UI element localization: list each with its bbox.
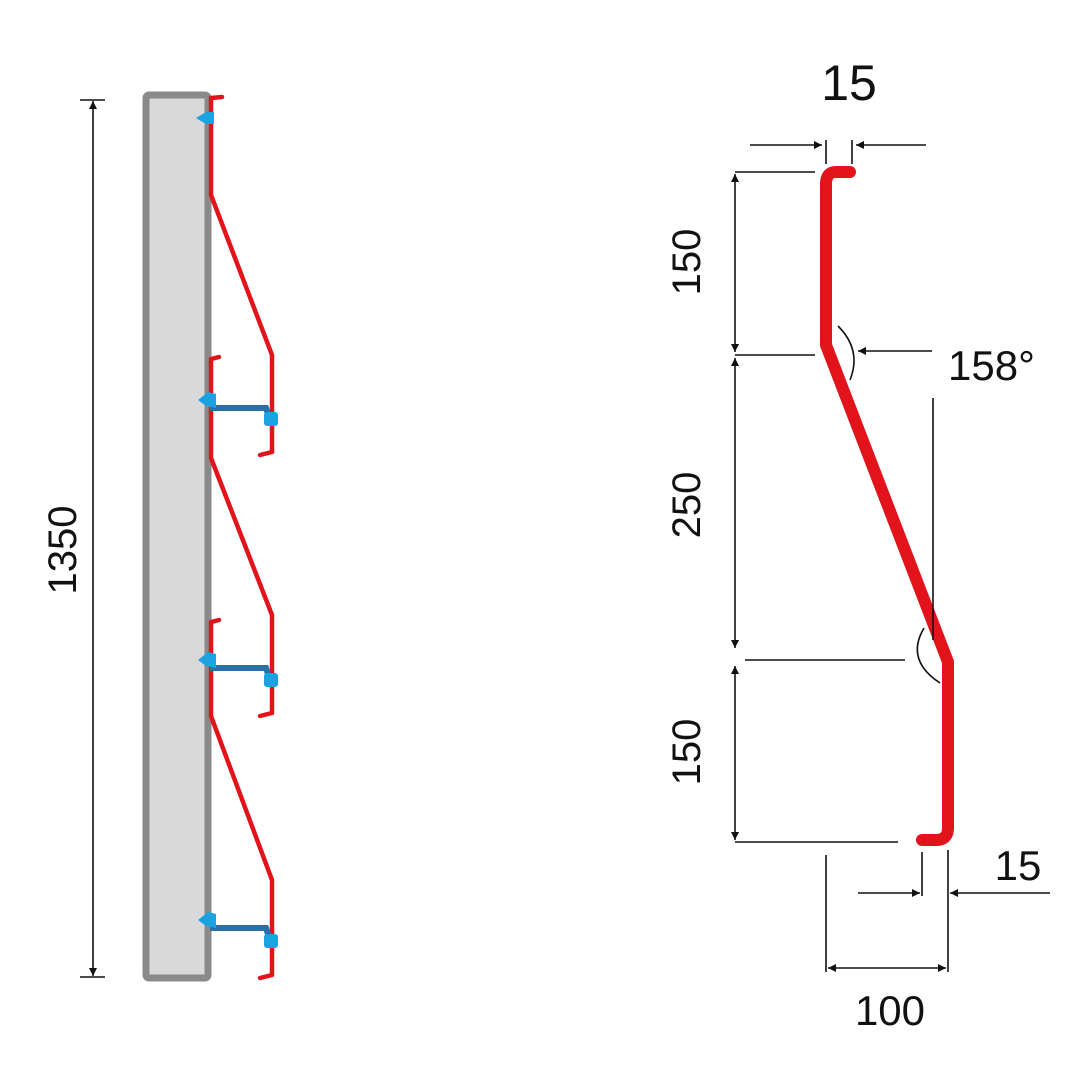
height-dimension: 1350 bbox=[41, 99, 105, 978]
louver-blade-1 bbox=[208, 94, 275, 458]
height-label: 1350 bbox=[41, 506, 85, 595]
louver-blade-2 bbox=[208, 354, 275, 719]
louver-profile bbox=[820, 166, 954, 846]
depth-label: 100 bbox=[855, 987, 925, 1034]
angle-label: 158° bbox=[948, 342, 1035, 389]
slope-label: 250 bbox=[665, 472, 709, 539]
top-lip-label: 15 bbox=[821, 55, 877, 111]
top-lip-dimension: 15 bbox=[750, 55, 926, 164]
bottom-lip-dimension: 15 bbox=[858, 842, 1050, 897]
bracket-clip-top bbox=[196, 112, 214, 124]
louver-profiles bbox=[208, 94, 275, 981]
louver-blade-3 bbox=[208, 617, 275, 981]
profile-detail-view: 15 150 250 150 158° bbox=[665, 55, 1050, 1034]
angle-dimension: 158° bbox=[837, 325, 1035, 684]
slope-dimension: 250 bbox=[665, 358, 739, 648]
bracket-1 bbox=[198, 392, 278, 426]
mounting-brackets bbox=[196, 112, 278, 948]
bracket-3 bbox=[198, 912, 278, 948]
support-beam bbox=[142, 91, 212, 982]
extension-lines bbox=[735, 171, 905, 843]
lower-vertical-dimension: 150 bbox=[665, 666, 739, 840]
upper-vertical-dimension: 150 bbox=[665, 174, 739, 352]
lower-vertical-label: 150 bbox=[665, 719, 709, 786]
upper-vertical-label: 150 bbox=[665, 229, 709, 296]
depth-dimension: 100 bbox=[825, 850, 949, 1034]
bottom-lip-label: 15 bbox=[995, 842, 1042, 889]
bracket-2 bbox=[198, 652, 278, 687]
left-assembly-view: 1350 bbox=[41, 91, 278, 982]
